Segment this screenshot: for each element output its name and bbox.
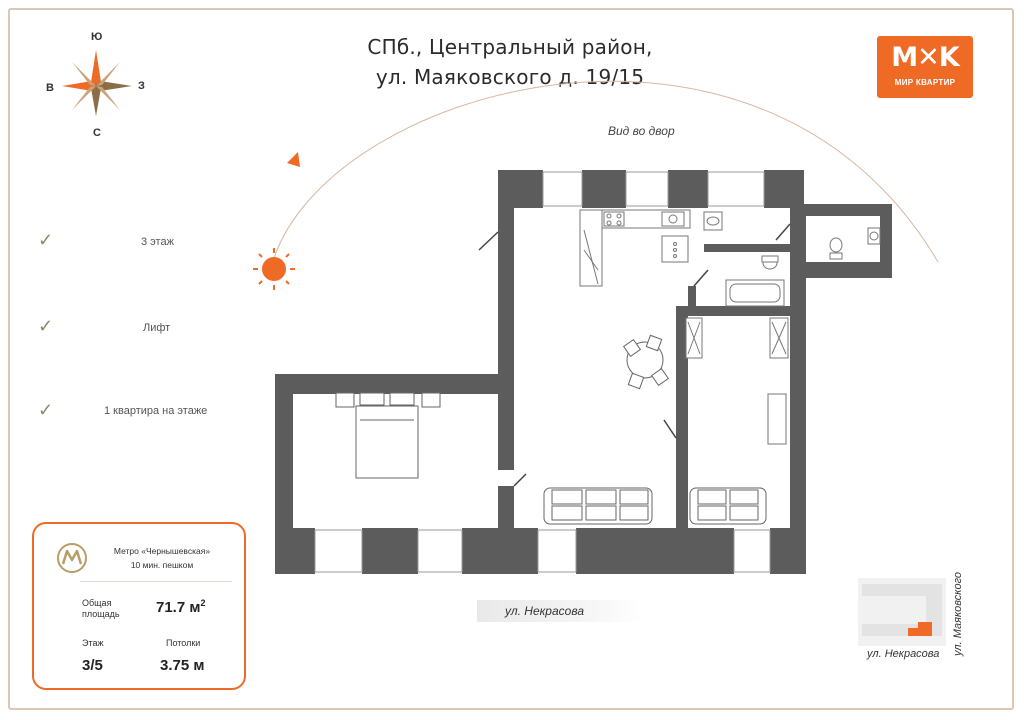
area-label-line-2: площадь: [82, 609, 120, 619]
wardrobes: [685, 317, 789, 445]
compass-north-label: Ю: [91, 31, 103, 43]
yard-view-label: Вид во двор: [608, 124, 675, 138]
moon-icon: [928, 250, 950, 280]
dining-table: [622, 334, 670, 390]
kitchen-counter: [579, 209, 691, 287]
bathroom-fixtures: [703, 211, 881, 307]
feature-one-per-floor: 1 квартира на этаже: [104, 405, 208, 417]
metro-walk: 10 мин. пешком: [130, 560, 194, 570]
windows: [314, 171, 771, 573]
area-value-text: 71.7 м: [156, 599, 201, 616]
sun-icon: [253, 248, 295, 290]
metro-icon: [57, 543, 87, 573]
street-label-bottom-text: ул. Некрасова: [505, 604, 585, 618]
metro-info: Метро «Чернышевская» 10 мин. пешком: [96, 544, 228, 572]
logo-text: МИР КВАРТИР: [894, 78, 956, 87]
sun-path-arc: [271, 80, 939, 266]
metro-name: Метро «Чернышевская»: [113, 546, 211, 556]
brand-logo[interactable]: M✕K МИР КВАРТИР: [877, 36, 973, 98]
address-title: СПб., Центральный район, ул. Маяковского…: [330, 32, 690, 92]
compass-east-label: З: [138, 80, 145, 92]
mini-map-street-2: ул. Маяковского: [952, 571, 964, 656]
area-value: 71.7 м2: [156, 598, 205, 616]
compass-rose-icon: [62, 50, 132, 116]
mini-map-street-1: ул. Некрасова: [867, 648, 940, 660]
bed: [335, 392, 441, 479]
area-unit-sup: 2: [200, 598, 206, 608]
info-divider: [80, 581, 232, 582]
address-line-1: СПб., Центральный район,: [367, 35, 653, 59]
ceiling-label: Потолки: [166, 638, 201, 648]
floor-label: Этаж: [82, 638, 104, 648]
feature-elevator: Лифт: [143, 322, 171, 334]
check-icon: ✓: [38, 316, 54, 336]
check-icon: ✓: [38, 230, 54, 250]
location-mini-map: [858, 578, 946, 646]
compass-south-label: С: [93, 127, 101, 139]
area-label-line-1: Общая: [82, 598, 112, 608]
page-frame: [8, 8, 1014, 710]
walls: [275, 170, 892, 574]
doors: [478, 223, 791, 487]
address-line-2: ул. Маяковского д. 19/15: [375, 65, 645, 89]
floor-value: 3/5: [82, 657, 103, 674]
check-icon: ✓: [38, 400, 54, 420]
ceiling-value: 3.75 м: [160, 657, 205, 674]
sofas: [543, 487, 767, 525]
compass-west-label: В: [46, 82, 54, 94]
street-label-bottom: ул. Некрасова: [477, 600, 643, 622]
logo-mark: M✕K: [891, 42, 959, 73]
feature-floor: 3 этаж: [141, 236, 174, 248]
sun-path-arrow-icon: [287, 152, 300, 167]
info-card: Метро «Чернышевская» 10 мин. пешком Обща…: [32, 522, 246, 690]
area-label: Общая площадь: [82, 598, 120, 620]
